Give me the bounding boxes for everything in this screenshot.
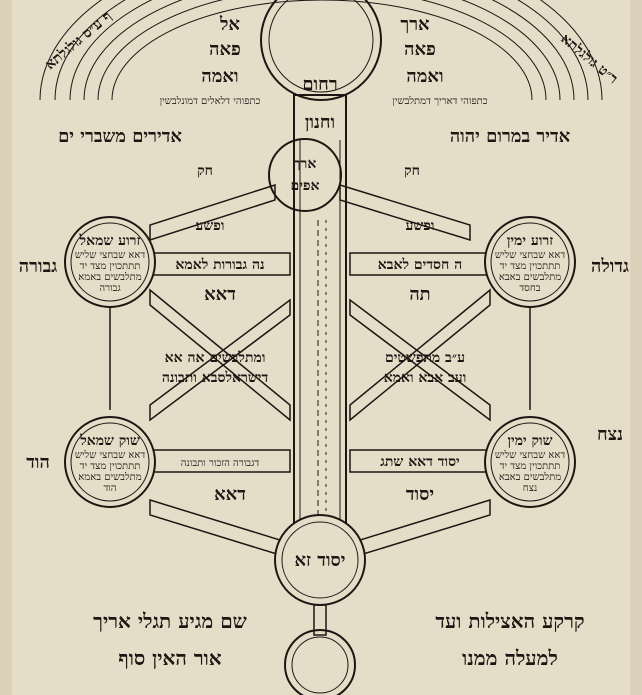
bottom-line2-left: אור האין סוף bbox=[118, 646, 221, 670]
netzach-line: מתלבשים באבא bbox=[499, 471, 561, 483]
netzach-top: שוק ימין bbox=[507, 433, 552, 449]
label-gedulah: גדולה bbox=[591, 256, 629, 277]
hod-line: מתלבשים באמא bbox=[78, 471, 141, 483]
crown-left-3: ואמה bbox=[201, 66, 238, 87]
apaim: אפים bbox=[290, 178, 319, 194]
hod-top: שוק שמאל bbox=[79, 433, 140, 449]
bottom-circle bbox=[284, 629, 356, 695]
hod-line: תתתכוין מצד יד bbox=[80, 461, 141, 472]
bottom-line1-right: קרקע האצילות ועד bbox=[435, 609, 584, 633]
adir-right: אדיר במרום יהוה bbox=[450, 126, 570, 147]
hod-line: דאא שבחצי שליש bbox=[75, 449, 145, 461]
gedulah-circle bbox=[484, 216, 576, 308]
netzach-circle bbox=[484, 416, 576, 508]
mid-left-1: ומתלבשים אה אא bbox=[165, 350, 266, 366]
hod-circle bbox=[64, 416, 156, 508]
label-hod: הוד bbox=[26, 452, 50, 473]
label-netzach: נצח bbox=[597, 424, 623, 445]
crown-left-2: פאה bbox=[209, 39, 241, 60]
crown-right-3: ואמה bbox=[406, 66, 443, 87]
bar-label-left: נה גבורות לאמא bbox=[175, 257, 264, 273]
crown-right-2: פאה bbox=[404, 39, 436, 60]
gedulah-line: בחסד bbox=[519, 283, 540, 294]
gedulah-line: דאא שבחצי שליש bbox=[495, 249, 565, 261]
chak-left: חק bbox=[197, 163, 213, 179]
adir-left: אדירים משברי ים bbox=[58, 126, 182, 147]
hod-line: הוד bbox=[103, 483, 116, 494]
mid-right-1: ע״ב מתפשטים bbox=[385, 350, 465, 366]
daa-lower: דאא bbox=[214, 484, 246, 505]
netzach-line: נצח bbox=[523, 483, 537, 494]
head-circle bbox=[260, 0, 382, 101]
rachum: רחום bbox=[302, 74, 337, 95]
bottom-line2-right: למעלה ממנו bbox=[462, 646, 558, 670]
label-gevurah: גבורה bbox=[19, 256, 57, 277]
gevurah-line: גבורה bbox=[99, 283, 120, 294]
crown-arcs bbox=[39, 0, 603, 101]
chak-right: חק bbox=[404, 163, 420, 179]
erech: ארך bbox=[294, 156, 317, 172]
crown-left-small: כתפוהי דלאלים דמונלבשין bbox=[160, 95, 261, 107]
ufesha-left: ופשע bbox=[195, 218, 224, 234]
gevurah-circle bbox=[64, 216, 156, 308]
ufesha-right: ופשע bbox=[405, 218, 434, 234]
crown-left-1: אל bbox=[219, 14, 240, 35]
gevurah-line: תתתכוין מצד יד bbox=[80, 261, 141, 272]
bottom-line1-left: שם מגיע תגלי אריך bbox=[93, 609, 247, 633]
daat-circle bbox=[268, 138, 342, 212]
gevurah-top: זרוע שמאל bbox=[79, 233, 141, 249]
low-right: יסוד דאא שתג bbox=[380, 454, 459, 470]
gedulah-line: מתלבשים באבא bbox=[499, 271, 561, 283]
gedulah-top: זרוע ימין bbox=[507, 233, 553, 249]
daa-upper: דאא bbox=[204, 284, 236, 305]
yesod-text: יסוד זא bbox=[294, 550, 345, 571]
gevurah-line: מתלבשים באמא bbox=[78, 271, 141, 283]
vechanun: וחנון bbox=[305, 112, 335, 133]
mid-right-2: ועב אבא ואמא bbox=[384, 370, 467, 386]
bar-upper-right bbox=[339, 183, 471, 242]
gevurah-line: דאא שבחצי שליש bbox=[75, 249, 145, 261]
tah-upper: תה bbox=[409, 284, 430, 305]
yesod-label: יסוד bbox=[406, 484, 434, 505]
gedulah-line: תתתכוין מצד יד bbox=[500, 261, 561, 272]
bar-label-right: ה חסדים לאבא bbox=[378, 257, 462, 273]
low-left: דגבורה הזכור ותבונה bbox=[181, 458, 260, 469]
mid-left-2: דישראלסבא ותבונה bbox=[162, 370, 269, 386]
crown-right-1: ארך bbox=[400, 14, 429, 35]
netzach-line: תתתכוין מצד יד bbox=[500, 461, 561, 472]
netzach-line: דאא שבחצי שליש bbox=[495, 449, 565, 461]
crown-right-small: כתפוהי דאריך דמתלבשין bbox=[392, 95, 487, 107]
